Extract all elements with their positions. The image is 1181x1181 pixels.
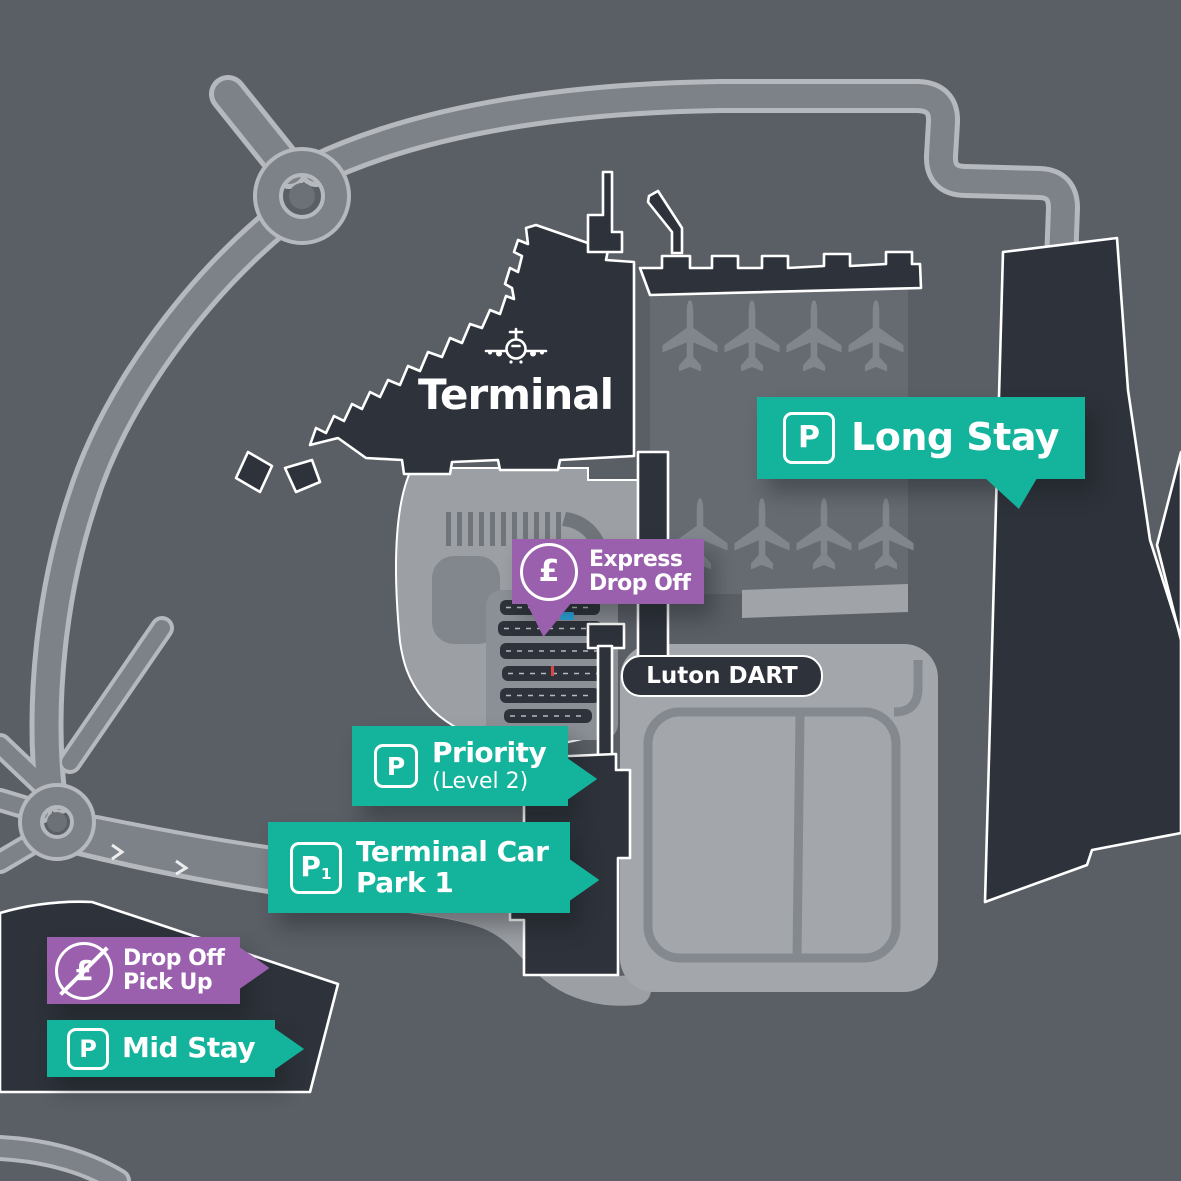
- express-drop-off-label: Express Drop Off: [589, 546, 691, 596]
- stop-marker: [551, 666, 554, 676]
- terminal-car-park-1-callout: P1 Terminal Car Park 1: [268, 822, 600, 913]
- road-chevrons: [111, 843, 189, 876]
- forecourt-structure: [432, 556, 500, 644]
- dart-track: [586, 622, 626, 766]
- long-stay-callout: P Long Stay: [757, 397, 1086, 509]
- drop-off-pick-up-label: Drop Off Pick Up: [123, 945, 225, 995]
- airplane-front-icon: [484, 327, 547, 364]
- luton-dart-label: Luton DART: [646, 663, 798, 689]
- mid-stay-callout: P Mid Stay: [47, 1020, 305, 1077]
- mid-stay-label: Mid Stay: [122, 1031, 256, 1065]
- priority-callout: P Priority (Level 2): [352, 726, 598, 806]
- terminal-label: Terminal: [398, 326, 633, 417]
- bus-marker: [560, 612, 574, 620]
- roundabout-north: [253, 147, 351, 245]
- parking-icon: P: [374, 744, 418, 788]
- priority-label: Priority (Level 2): [432, 736, 547, 794]
- express-drop-off-callout: £ Express Drop Off: [512, 539, 705, 637]
- pound-icon: £: [520, 542, 578, 601]
- luton-dart-pill: Luton DART: [621, 655, 823, 697]
- drop-off-pick-up-callout: £ Drop Off Pick Up: [47, 937, 270, 1004]
- terminal-title: Terminal: [417, 370, 614, 419]
- parking-icon: P: [67, 1027, 109, 1070]
- terminal-building: [234, 170, 923, 662]
- pier-walkway: [742, 584, 908, 618]
- parking-icon: P: [783, 412, 835, 464]
- pound-crossed-icon: £: [55, 941, 113, 1000]
- terminal-car-park-1-label: Terminal Car Park 1: [356, 835, 549, 899]
- parking-1-icon: P1: [290, 841, 342, 894]
- surface-car-park: [620, 644, 938, 992]
- roundabout-south: [18, 783, 96, 861]
- long-stay-label: Long Stay: [851, 415, 1060, 460]
